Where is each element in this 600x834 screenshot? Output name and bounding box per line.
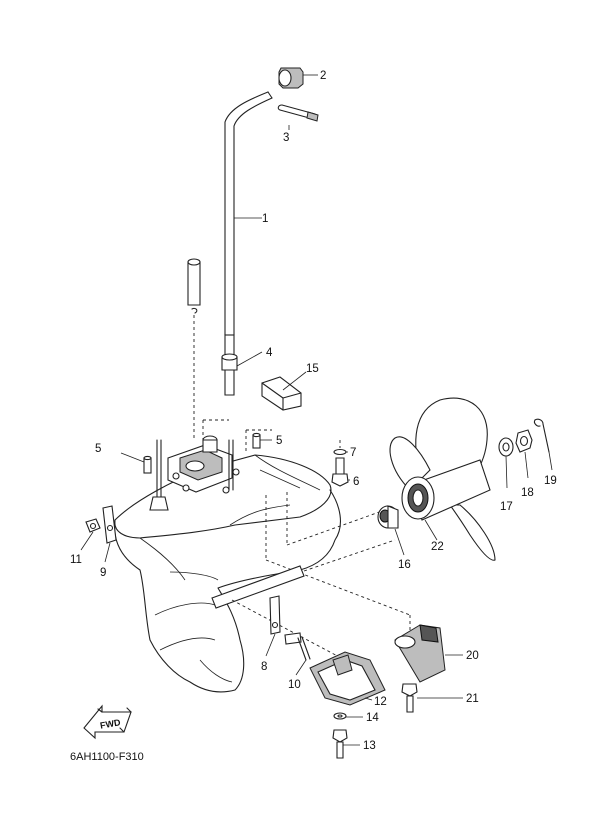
anode-12: [309, 651, 386, 706]
callout-5-left: 5: [95, 443, 101, 455]
washer-14-bolt-13: [332, 712, 363, 759]
washer-nut-cotter: [498, 418, 553, 489]
callout-8: 8: [261, 661, 267, 673]
callout-19: 19: [544, 475, 557, 487]
fwd-arrow: FWD: [83, 704, 132, 740]
dowel-rod: [187, 258, 201, 440]
callout-20: 20: [466, 650, 479, 662]
grommet: [278, 67, 318, 89]
callout-11: 11: [70, 554, 82, 566]
callout-5-right: 5: [276, 435, 282, 447]
callout-21: 21: [466, 693, 479, 705]
callout-6: 6: [353, 476, 359, 488]
callout-7: 7: [350, 447, 356, 459]
clamp-9-nut-11: [80, 505, 117, 563]
callout-18: 18: [521, 487, 534, 499]
diagram-code: 6AH1100-F310: [70, 751, 144, 763]
anode-20: [394, 615, 463, 713]
lower-casing: [114, 419, 411, 693]
dowel-pin-right: [252, 432, 272, 449]
thrust-washer-16: [377, 505, 405, 556]
callout-12: 12: [374, 696, 387, 708]
callout-22: 22: [431, 541, 444, 553]
callout-14: 14: [366, 712, 379, 724]
bracket-8-bolt-10: [265, 595, 311, 676]
callout-15: 15: [306, 363, 319, 375]
pin: [277, 104, 319, 130]
callout-9: 9: [100, 567, 106, 579]
callout-3: 3: [283, 132, 289, 144]
shift-rod-joint: [221, 334, 263, 396]
bolt-and-washer-6-7: [331, 440, 350, 487]
fwd-label: FWD: [99, 717, 121, 730]
plate: [261, 371, 307, 411]
callout-labels: 1 2 3 4 5 5 6 7 8 9 10 11 12 13 14 15 16…: [70, 70, 557, 752]
callout-2: 2: [320, 70, 326, 82]
callout-13: 13: [363, 740, 376, 752]
callout-17: 17: [500, 501, 513, 513]
callout-10: 10: [288, 679, 301, 691]
callout-1: 1: [262, 213, 268, 225]
propeller: [389, 397, 496, 561]
callout-4: 4: [266, 347, 273, 359]
dowel-pin-left: [120, 452, 152, 474]
callout-16: 16: [398, 559, 411, 571]
